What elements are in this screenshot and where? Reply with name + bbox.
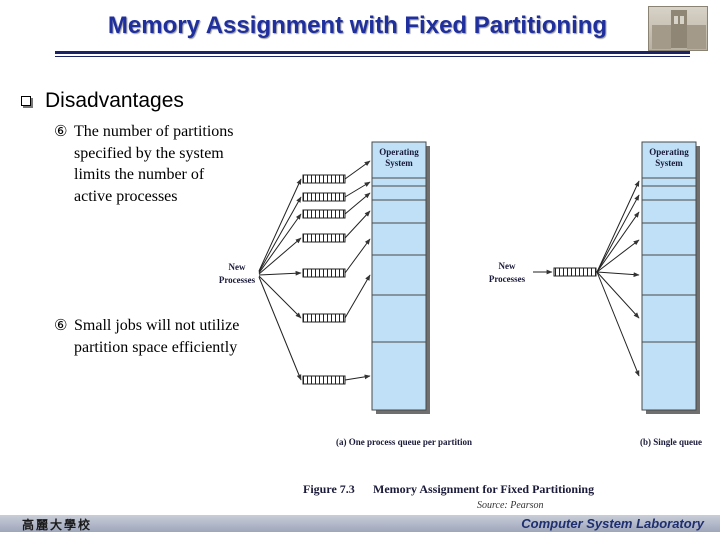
figure-number: Figure 7.3 [303, 482, 355, 496]
logo-tower [671, 10, 687, 48]
queue-icon [553, 267, 597, 277]
square-bullet-icon [21, 96, 31, 106]
section-heading: Disadvantages [45, 89, 184, 112]
title-underline [55, 51, 690, 54]
queue-icon [302, 174, 346, 184]
queue-icon [302, 209, 346, 219]
right-new-processes-line-1: New [499, 261, 516, 271]
point-2-line-1: Small jobs will not utilize [74, 317, 240, 334]
right-single-queue [533, 180, 640, 377]
footer-bar: 高麗大學校 Computer System Laboratory [0, 515, 720, 532]
university-building-logo [648, 6, 708, 51]
queue-icon [302, 268, 346, 278]
source-credit: Source: Pearson [477, 500, 544, 511]
left-new-processes-line-2: Processes [219, 275, 256, 285]
right-memory-column: Operating System [641, 141, 700, 414]
slide-title: Memory Assignment with Fixed Partitionin… [107, 12, 608, 39]
left-process-queues [302, 160, 371, 385]
point-1-text: The number of partitions specified by th… [74, 121, 234, 207]
right-panel-caption: (b) Single queue [640, 437, 702, 447]
left-os-label-line-2: System [385, 158, 413, 168]
left-os-label-line-1: Operating [379, 147, 419, 157]
university-name: 高麗大學校 [22, 518, 93, 532]
left-memory-column: Operating System [371, 141, 430, 414]
left-new-processes-line-1: New [229, 262, 246, 272]
point-1-line-2: specified by the system [74, 144, 224, 162]
point-1-line-4: active processes [74, 187, 178, 205]
point-1-line-1: The number of partitions [74, 123, 234, 140]
figure-caption: Memory Assignment for Fixed Partitioning [373, 482, 594, 496]
queue-icon [302, 313, 346, 323]
left-fan-arrows [258, 178, 302, 381]
point-2-line-2: partition space efficiently [74, 338, 238, 356]
lab-name: Computer System Laboratory [521, 516, 704, 531]
sub-bullet-icon: ⑥ [54, 316, 68, 334]
left-panel-caption: (a) One process queue per partition [336, 437, 472, 447]
right-os-label-line-2: System [655, 158, 683, 168]
sub-bullet-icon: ⑥ [54, 122, 68, 140]
logo-wing-left [652, 25, 671, 49]
logo-wing-right [687, 25, 706, 49]
point-1-line-3: limits the number of [74, 166, 205, 183]
right-new-processes-line-2: Processes [489, 274, 526, 284]
queue-icon [302, 375, 346, 385]
queue-icon [302, 192, 346, 202]
title-underline-thin [55, 56, 690, 57]
queue-icon [302, 233, 346, 243]
point-2-text: Small jobs will not utilize partition sp… [74, 315, 239, 358]
right-os-label-line-1: Operating [649, 147, 689, 157]
